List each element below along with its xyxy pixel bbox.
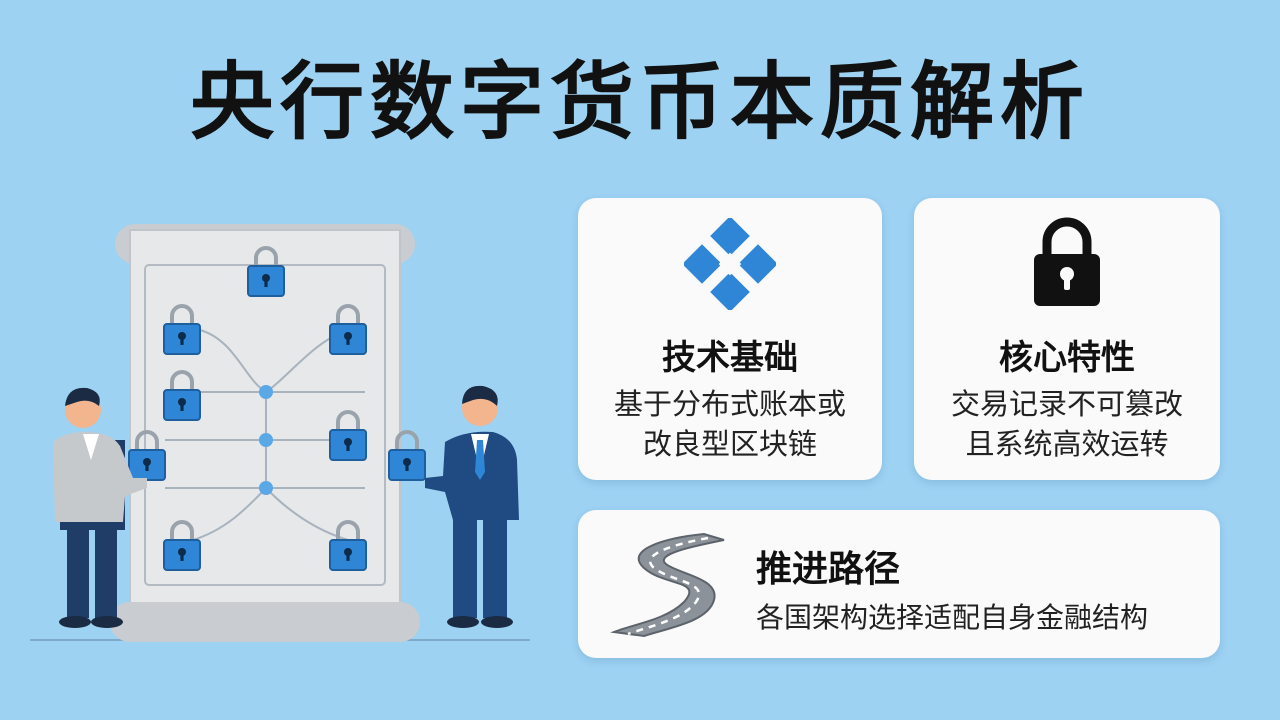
tech-foundation-card: 技术基础 基于分布式账本或 改良型区块链 (578, 198, 882, 480)
tech-foundation-title: 技术基础 (662, 338, 798, 378)
advance-path-title: 推进路径 (756, 549, 901, 590)
tech-foundation-desc-line2: 改良型区块链 (642, 427, 817, 461)
core-features-title: 核心特性 (999, 338, 1135, 378)
core-features-desc-line2: 且系统高效运转 (965, 427, 1169, 461)
ledger-illustration (30, 224, 530, 642)
core-features-card: 核心特性 交易记录不可篡改 且系统高效运转 (914, 198, 1220, 480)
winding-road-icon (610, 532, 725, 638)
core-features-desc-line1: 交易记录不可篡改 (950, 387, 1183, 421)
tech-foundation-desc-line1: 基于分布式账本或 (613, 387, 846, 421)
page-title: 央行数字货币本质解析 (189, 53, 1090, 151)
advance-path-desc: 各国架构选择适配自身金融结构 (756, 601, 1149, 634)
advance-path-card: 推进路径 各国架构选择适配自身金融结构 (578, 510, 1220, 658)
diamond-blocks-icon (684, 218, 776, 310)
padlock-icon (1034, 217, 1100, 306)
